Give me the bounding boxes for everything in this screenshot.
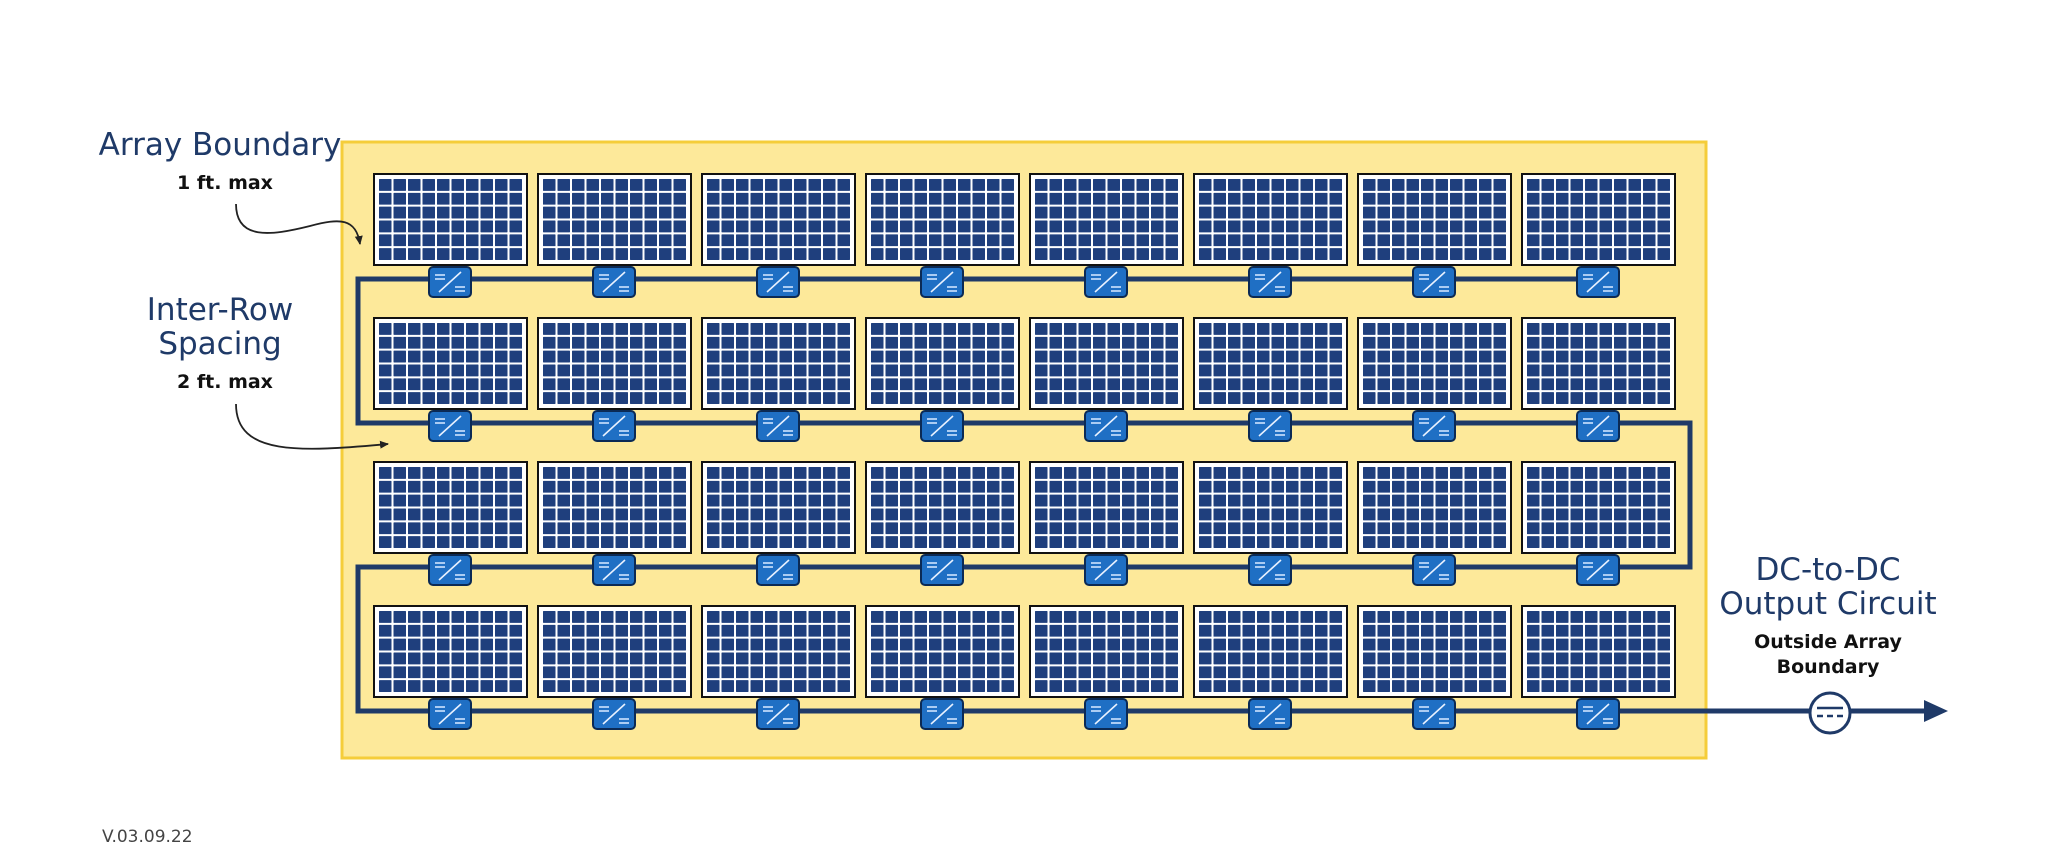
dc-to-dc-converter-icon <box>592 266 636 298</box>
panel-array <box>373 173 1676 730</box>
dc-to-dc-converter-icon <box>1576 554 1620 586</box>
dc-to-dc-converter-icon <box>1248 554 1292 586</box>
dc-to-dc-converter-icon <box>920 554 964 586</box>
dc-wiring <box>355 276 1693 714</box>
dc-to-dc-converter-icon <box>428 266 472 298</box>
solar-panel <box>1521 461 1676 586</box>
output-note-line1: Outside Array <box>1754 631 1902 653</box>
solar-panel <box>1357 605 1512 730</box>
dc-to-dc-converter-icon <box>1248 698 1292 730</box>
dc-to-dc-converter-icon <box>428 410 472 442</box>
solar-panel <box>373 605 528 730</box>
dc-to-dc-converter-icon <box>428 698 472 730</box>
output-note-line2: Boundary <box>1777 656 1880 678</box>
solar-panel <box>701 173 856 298</box>
dc-to-dc-converter-icon <box>1576 698 1620 730</box>
solar-panel <box>1193 317 1348 442</box>
solar-panel <box>373 461 528 586</box>
solar-panel <box>1029 317 1184 442</box>
solar-panel <box>701 605 856 730</box>
dc-to-dc-converter-icon <box>1576 266 1620 298</box>
dc-to-dc-converter-icon <box>756 266 800 298</box>
dc-to-dc-converter-icon <box>428 554 472 586</box>
solar-panel <box>1357 461 1512 586</box>
dc-to-dc-converter-icon <box>1248 266 1292 298</box>
dc-to-dc-converter-icon <box>1084 554 1128 586</box>
inter-row-callout-arrow <box>235 403 389 450</box>
solar-panel <box>1521 173 1676 298</box>
solar-panel <box>1357 317 1512 442</box>
dc-to-dc-converter-icon <box>1248 410 1292 442</box>
output-title-line1: DC-to-DC <box>1755 552 1900 588</box>
dc-to-dc-converter-icon <box>1412 698 1456 730</box>
dc-disconnect-icon <box>1808 691 1852 735</box>
solar-panel <box>865 173 1020 298</box>
array-boundary-note: 1 ft. max <box>177 172 273 194</box>
dc-to-dc-converter-icon <box>1084 266 1128 298</box>
solar-panel <box>1193 173 1348 298</box>
solar-panel <box>373 317 528 442</box>
dc-to-dc-converter-icon <box>1412 410 1456 442</box>
inter-row-note: 2 ft. max <box>177 371 273 393</box>
output-arrowhead-icon <box>1924 700 1948 722</box>
dc-to-dc-converter-icon <box>920 266 964 298</box>
solar-panel <box>537 461 692 586</box>
solar-panel <box>865 605 1020 730</box>
output-title-line2: Output Circuit <box>1719 586 1936 622</box>
dc-to-dc-converter-icon <box>756 698 800 730</box>
dc-to-dc-converter-icon <box>1412 266 1456 298</box>
solar-panel <box>537 173 692 298</box>
dc-to-dc-converter-icon <box>1412 554 1456 586</box>
solar-panel <box>701 317 856 442</box>
dc-to-dc-converter-icon <box>920 410 964 442</box>
solar-panel <box>1521 605 1676 730</box>
dc-to-dc-converter-icon <box>1084 410 1128 442</box>
dc-to-dc-converter-icon <box>1084 698 1128 730</box>
solar-panel <box>1029 461 1184 586</box>
output-circuit <box>1672 691 1948 735</box>
inter-row-title-line1: Inter-Row <box>147 292 293 328</box>
solar-panel <box>1193 605 1348 730</box>
solar-panel <box>537 605 692 730</box>
solar-panel <box>701 461 856 586</box>
dc-to-dc-converter-icon <box>592 554 636 586</box>
dc-to-dc-converter-icon <box>592 698 636 730</box>
solar-panel <box>537 317 692 442</box>
solar-panel <box>865 317 1020 442</box>
solar-panel <box>373 173 528 298</box>
dc-to-dc-converter-icon <box>1576 410 1620 442</box>
solar-panel <box>1357 173 1512 298</box>
solar-panel <box>1193 461 1348 586</box>
solar-panel <box>1029 605 1184 730</box>
array-boundary-title: Array Boundary <box>99 127 342 163</box>
serpentine-wire <box>355 276 1693 714</box>
version-label: V.03.09.22 <box>102 827 193 847</box>
solar-panel <box>1029 173 1184 298</box>
solar-panel <box>865 461 1020 586</box>
dc-to-dc-converter-icon <box>920 698 964 730</box>
array-boundary-callout-arrow <box>235 203 363 245</box>
inter-row-title-line2: Spacing <box>158 326 281 362</box>
dc-to-dc-converter-icon <box>756 410 800 442</box>
dc-to-dc-converter-icon <box>756 554 800 586</box>
solar-panel <box>1521 317 1676 442</box>
dc-to-dc-converter-icon <box>592 410 636 442</box>
